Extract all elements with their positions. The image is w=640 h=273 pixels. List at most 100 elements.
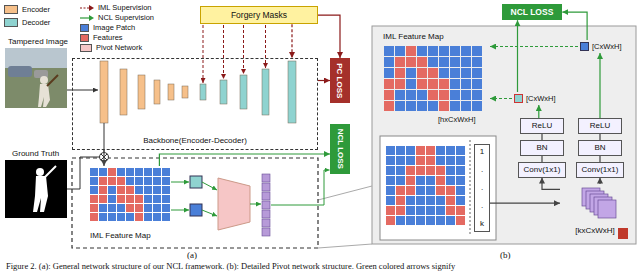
grid-cell [144, 186, 152, 194]
grid-cell [416, 166, 425, 175]
layer-box: BN [578, 140, 622, 156]
loss-box: NCL LOSS [330, 124, 350, 174]
grid-cell [117, 177, 125, 185]
grid-cell [406, 166, 415, 175]
tampered-photo [5, 48, 67, 108]
feature-stack: [kxCxWxH] [560, 184, 630, 238]
grid-cell [396, 156, 405, 165]
legend-swatch [80, 34, 89, 42]
node-text: k [480, 220, 484, 228]
feature-bar [288, 61, 296, 123]
pivot-region [72, 158, 318, 248]
grid-cell [472, 68, 482, 78]
grid-cell [162, 186, 170, 194]
grid-cell [456, 186, 465, 195]
image-label: Ground Truth [12, 149, 59, 158]
grid-cell [406, 90, 416, 100]
grid-cell [450, 101, 460, 111]
grid-cell [472, 101, 482, 111]
grid-cell [426, 156, 435, 165]
legend-item: NCL Supervision [80, 13, 154, 22]
feature-tensor: [CxWxH] [578, 40, 624, 53]
grid-cell [384, 101, 394, 111]
connector [542, 178, 560, 190]
connector [318, 15, 340, 58]
connector [318, 80, 330, 81]
zoom-line [318, 244, 372, 248]
grid-cell [456, 176, 465, 185]
grid-cell [135, 186, 143, 194]
grid-cell [108, 195, 116, 203]
grid-cell [144, 204, 152, 212]
connector [599, 178, 600, 184]
grid-cell [396, 186, 405, 195]
grid-cell [417, 90, 427, 100]
loss-box: PC LOSS [330, 58, 350, 103]
grid-cell [406, 176, 415, 185]
pivot-sketch [171, 170, 330, 236]
grid-cell [117, 195, 125, 203]
grid-cell [386, 166, 395, 175]
grid-cell [386, 156, 395, 165]
grid-cell [416, 186, 425, 195]
grid-cell [436, 216, 445, 225]
legend-stroke [80, 7, 90, 8]
node-text: [CxWxH] [526, 94, 556, 103]
vector-cell [262, 219, 270, 227]
shape-label: [hxCxWxH] [438, 115, 476, 124]
grid-cell [426, 216, 435, 225]
grid-cell [472, 46, 482, 56]
grid-cell [456, 196, 465, 205]
node-text: BN [594, 143, 605, 152]
grid-cell [450, 79, 460, 89]
grid-cell [406, 146, 415, 155]
grid-cell [99, 195, 107, 203]
legend-swatch [80, 44, 92, 52]
grid-cell [456, 166, 465, 175]
grid-cell [426, 176, 435, 185]
grid-cell [135, 195, 143, 203]
grid-cell [416, 216, 425, 225]
feature-grid [384, 46, 482, 111]
grid-cell [386, 196, 395, 205]
grid-cell [450, 68, 460, 78]
grid-cell [99, 186, 107, 194]
grid-cell [416, 156, 425, 165]
node-text: Conv(1x1) [582, 165, 619, 174]
legend-text: Features [93, 33, 123, 42]
feature-stack-icon [582, 188, 616, 218]
connector [517, 20, 518, 92]
grid-cell [461, 46, 471, 56]
connector [159, 154, 330, 166]
legend-head [89, 5, 94, 11]
encoder-decoder-bars [100, 61, 296, 123]
grid-cell [108, 168, 116, 176]
feature-grid [90, 168, 170, 221]
grid-cell [99, 204, 107, 212]
grid-cell [436, 176, 445, 185]
grid-cell [417, 101, 427, 111]
grid-cell [396, 146, 405, 155]
grid-cell [117, 186, 125, 194]
grid-cell [126, 168, 134, 176]
caption: Figure 2. (a): General network structure… [6, 262, 455, 271]
connector [291, 24, 292, 58]
grid-cell [135, 204, 143, 212]
grid-cell [472, 79, 482, 89]
grid-cell [428, 46, 438, 56]
grid-cell [90, 213, 98, 221]
grid-cell [395, 68, 405, 78]
grid-cell [396, 176, 405, 185]
grid-cell [439, 101, 449, 111]
grid-cell [144, 168, 152, 176]
grid-cell [99, 177, 107, 185]
grid-cell [439, 68, 449, 78]
grid-cell [153, 195, 161, 203]
grid-cell [461, 90, 471, 100]
node-text: Conv(1x1) [524, 165, 561, 174]
grid-cell [108, 177, 116, 185]
feature-bar [200, 84, 206, 100]
grid-cell [126, 186, 134, 194]
legend-text: Pivot Network [96, 43, 142, 52]
